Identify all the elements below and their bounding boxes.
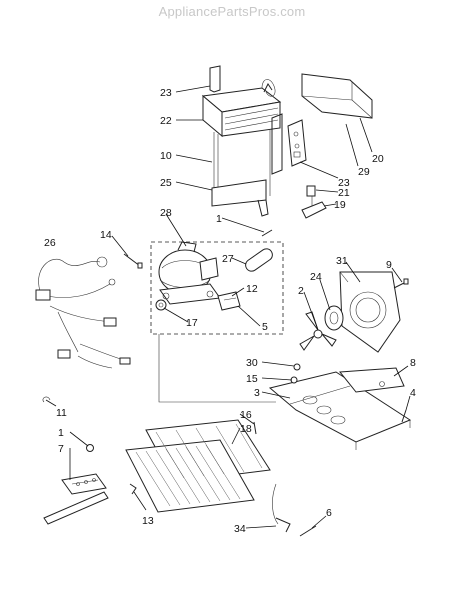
defrost-thermostat [301,185,327,219]
shroud-bracket [339,367,405,393]
callout-16: 16 [240,409,252,421]
callout-20: 20 [372,153,384,165]
callout-7: 7 [58,443,64,455]
callout-31: 31 [336,255,348,267]
callout-11: 11 [56,407,67,419]
bolt-14 [123,253,143,269]
callout-26: 26 [44,237,56,249]
callout-8: 8 [410,357,416,369]
leader-lines [45,85,411,529]
callout-4: 4 [410,387,416,399]
screw-4 [401,409,407,423]
callout-1-top: 1 [216,213,222,225]
screw-9 [393,278,409,289]
cord-strip [43,491,109,525]
bolt-30-15 [290,363,301,384]
screw-1-bottom [86,444,94,452]
refrigerant-line [158,334,276,403]
screw-1-top [261,229,273,237]
callout-21: 21 [338,187,350,199]
callout-34: 34 [234,523,246,535]
callout-9: 9 [386,259,392,271]
callout-19: 19 [334,199,346,211]
callout-24: 24 [310,271,322,283]
callout-3: 3 [254,387,260,399]
callout-17: 17 [186,317,198,329]
callout-5: 5 [262,321,268,333]
callout-15: 15 [246,373,258,385]
callout-27: 27 [222,253,234,265]
fan-motor [324,305,344,331]
heater-terminal-block [287,119,307,167]
screw-16 [253,421,257,435]
terminal-block [61,473,107,495]
callout-22: 22 [160,115,172,127]
compressor-group-outline [150,241,284,335]
callout-23-right: 23 [338,177,350,189]
callout-12: 12 [246,283,258,295]
callout-28: 28 [160,207,172,219]
callout-6: 6 [326,507,332,519]
callout-14: 14 [100,229,112,241]
callout-2: 2 [298,285,304,297]
compressor-base-plate [268,371,412,450]
callout-labels: 23 22 10 25 20 29 23 21 19 28 1 26 14 27… [44,87,416,535]
compressor [158,241,221,305]
wire-harness [35,256,131,369]
start-capacitor [245,248,273,272]
fan-shroud [339,271,401,353]
callout-30: 30 [246,357,258,369]
condenser-coil [125,419,271,513]
clip-13 [129,483,137,495]
callout-10: 10 [160,150,172,162]
evaporator-cover [301,73,373,119]
clip-11 [42,396,51,403]
watermark: AppliancePartsPros.com [158,4,306,19]
callout-29: 29 [358,166,370,178]
callout-18: 18 [240,423,252,435]
callout-23-top: 23 [160,87,172,99]
grommet-17 [155,299,167,311]
callout-25: 25 [160,177,172,189]
evaporator-assembly [201,65,283,217]
callout-13: 13 [142,515,154,527]
drain-tube [272,483,317,537]
callout-1-bottom: 1 [58,427,64,439]
compressor-relay [217,291,241,311]
